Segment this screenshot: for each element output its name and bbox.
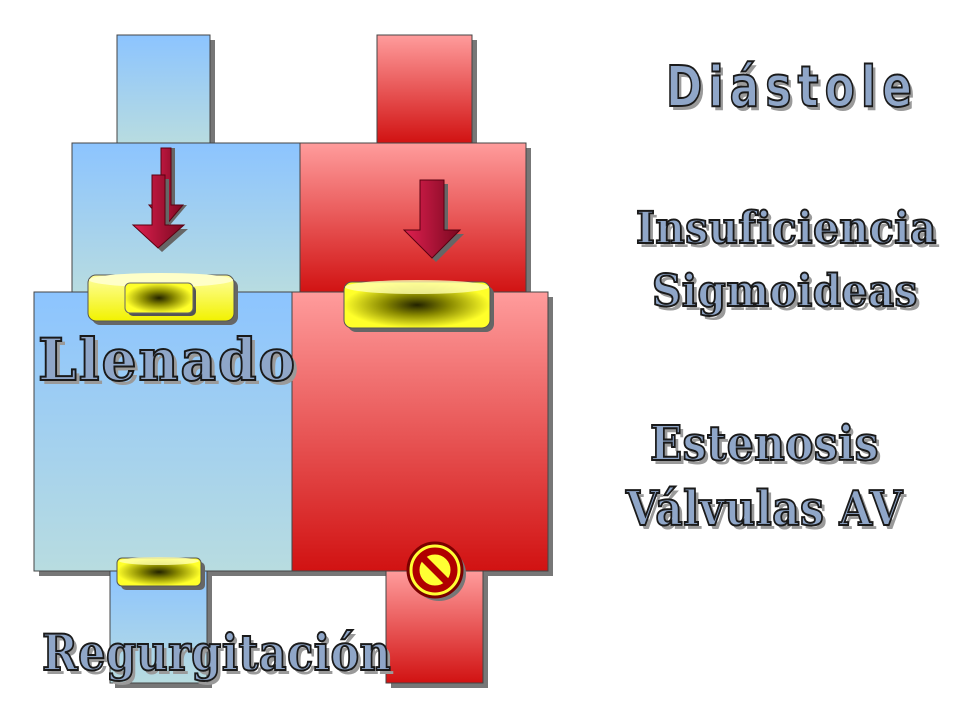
prohibited-icon xyxy=(406,541,466,601)
label-valvulas-av: Válvulas AV xyxy=(625,481,903,537)
down-arrow-icon xyxy=(402,179,464,262)
label-llenado: Llenado xyxy=(37,326,298,394)
atrium-right-red xyxy=(299,142,531,298)
title-diastole: Diástole xyxy=(665,55,919,120)
label-sigmoideas: Sigmoideas xyxy=(651,266,918,317)
down-arrow-icon xyxy=(131,174,188,252)
atrium-left-blue xyxy=(71,142,305,298)
ventricle-red xyxy=(291,291,553,576)
vena-blue xyxy=(116,34,215,148)
vessel-blue-bottom xyxy=(109,570,212,688)
label-estenosis: Estenosis xyxy=(649,416,879,472)
valve-av-left xyxy=(87,273,238,325)
valve-av-right xyxy=(343,280,494,332)
artery-red-top xyxy=(376,34,477,148)
valve-sigmoid-bottom xyxy=(116,557,205,590)
label-regurgitacion: Regurgitación xyxy=(41,623,392,682)
label-insuficiencia: Insuficiencia xyxy=(635,203,937,254)
ventricle-blue xyxy=(33,291,297,576)
